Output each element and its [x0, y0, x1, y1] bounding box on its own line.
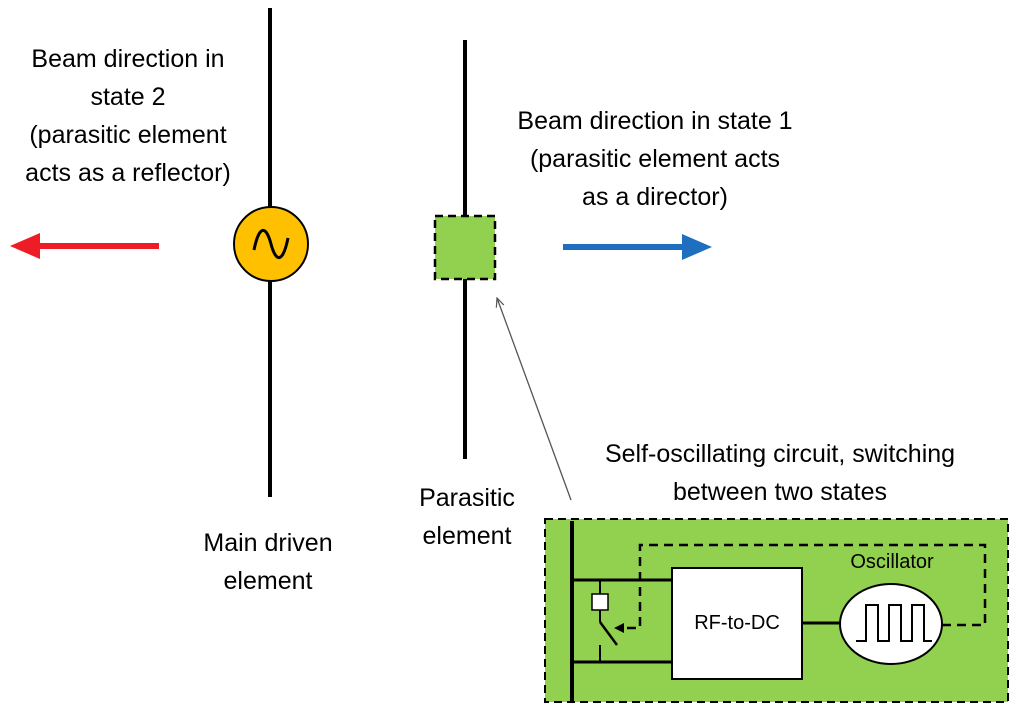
sine-wave-source-icon [233, 206, 309, 282]
rf-to-dc-label: RF-to-DC [694, 612, 780, 634]
state1-label: Beam direction in state 1 (parasitic ele… [517, 107, 793, 211]
state2-label: Beam direction in state 2 (parasitic ele… [25, 45, 231, 187]
control-line [620, 543, 987, 630]
parasitic-switch-box [433, 214, 497, 281]
parasitic-element-label: Parasitic element [419, 484, 515, 550]
oscillator-block [839, 583, 943, 665]
circuit-box [544, 518, 1009, 703]
switch-blade [598, 621, 619, 646]
main-driven-element-label: Main driven element [203, 529, 333, 595]
square-wave-icon [856, 604, 932, 642]
circuit-title-label: Self-oscillating circuit, switching betw… [604, 440, 956, 506]
state2-arrow [10, 233, 159, 259]
switch-element-icon [591, 593, 609, 611]
rf-to-dc-block [671, 567, 803, 680]
oscillator-label: Oscillator [850, 551, 934, 573]
state1-arrow [563, 234, 712, 260]
pointer-arrow [497, 298, 572, 501]
